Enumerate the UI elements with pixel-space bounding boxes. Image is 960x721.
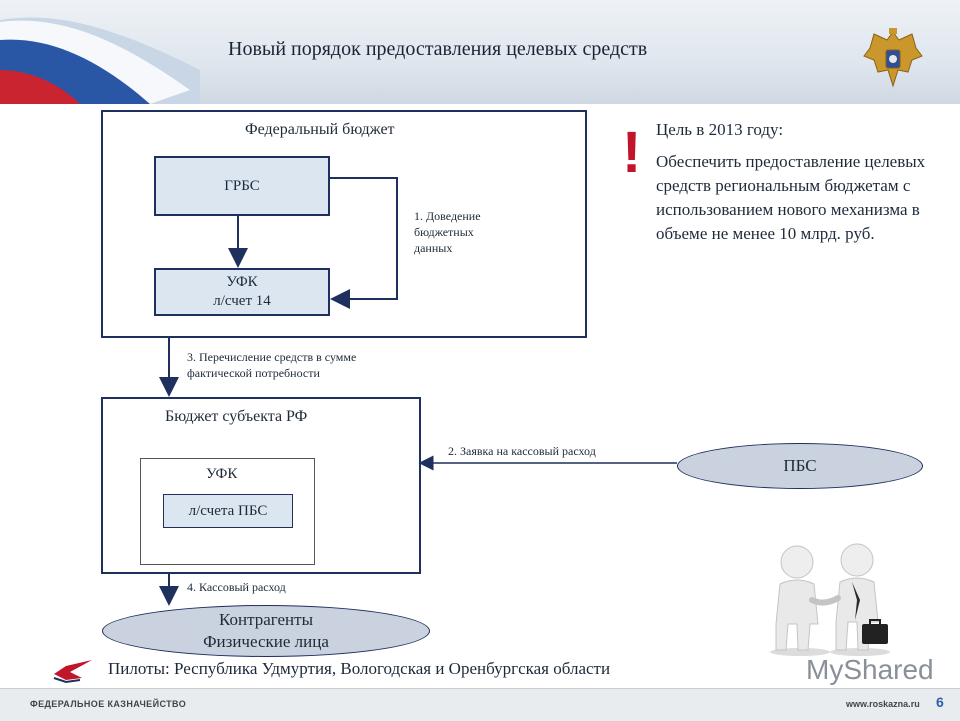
handshake-illustration [770, 543, 890, 656]
watermark: MyShared [806, 654, 934, 685]
step1-line1: 1. Доведение [414, 209, 481, 223]
goal-heading: Цель в 2013 году: [656, 120, 784, 139]
exclamation-mark: ! [622, 120, 642, 185]
ufk-subject-label: УФК [206, 466, 238, 482]
subject-budget-title: Бюджет субъекта РФ [165, 408, 308, 425]
federal-budget-title: Федеральный бюджет [245, 121, 395, 138]
step1-line2: бюджетных [414, 225, 474, 239]
step1-line3: данных [414, 241, 453, 255]
step1-label: 1. Доведение бюджетных данных [414, 208, 481, 256]
goal-text: Обеспечить предоставление целевых средст… [656, 152, 926, 243]
step4-label: 4. Кассовый расход [187, 580, 286, 594]
counterparties-ellipse: Контрагенты Физические лица [102, 605, 430, 657]
ufk-federal-account: л/счет 14 [213, 293, 271, 309]
step3-line2: фактической потребности [187, 366, 320, 380]
pbs-label: ПБС [783, 456, 817, 475]
footer-site-link[interactable]: www.roskazna.ru [846, 699, 920, 709]
counterparties-line1: Контрагенты [218, 610, 313, 629]
step3-line1: 3. Перечисление средств в сумме [187, 350, 357, 364]
pbs-accounts-label: л/счета ПБС [188, 502, 268, 519]
grbs-box: ГРБС [154, 156, 330, 216]
treasury-emblem-icon [863, 28, 923, 88]
goal-block: Цель в 2013 году: Обеспечить предоставле… [656, 118, 936, 246]
page-number: 6 [936, 694, 944, 710]
pilots-text: Пилоты: Республика Удмуртия, Вологодская… [108, 659, 611, 678]
grbs-label: ГРБС [224, 177, 260, 194]
footer-bar: ФЕДЕРАЛЬНОЕ КАЗНАЧЕЙСТВО www.roskazna.ru… [0, 688, 960, 721]
page-title: Новый порядок предоставления целевых сре… [228, 38, 648, 60]
russian-flag-image [0, 17, 200, 104]
footer-org: ФЕДЕРАЛЬНОЕ КАЗНАЧЕЙСТВО [30, 699, 187, 709]
header-band: Новый порядок предоставления целевых сре… [0, 0, 960, 104]
subject-budget-box [101, 397, 421, 574]
federal-budget-box [101, 110, 587, 338]
step2-label: 2. Заявка на кассовый расход [448, 444, 596, 458]
ufk-federal-label: УФК [226, 274, 258, 290]
pbs-ellipse: ПБС [677, 443, 923, 489]
step3-label: 3. Перечисление средств в сумме фактичес… [187, 349, 356, 381]
counterparties-line2: Физические лица [203, 632, 329, 651]
pbs-accounts-box: л/счета ПБС [163, 494, 293, 528]
ufk-subject-box [140, 458, 315, 565]
ufk-federal-box: УФК л/счет 14 [154, 268, 330, 316]
treasury-logo-icon [53, 660, 92, 684]
